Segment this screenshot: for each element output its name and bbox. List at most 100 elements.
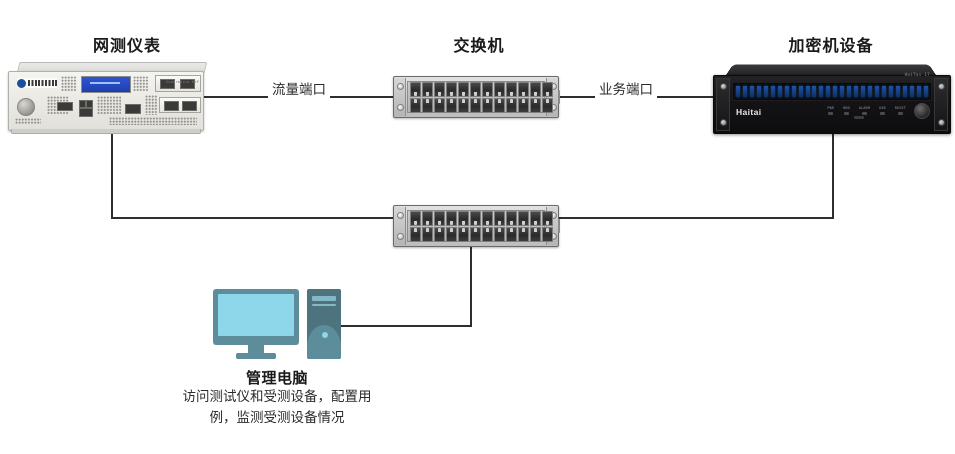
- switch-mgmt-front-panel: [407, 210, 560, 242]
- tester-vent-d: [97, 96, 121, 114]
- tester-ethernet-port[interactable]: [79, 108, 93, 117]
- tester-title: 网测仪表: [92, 38, 161, 55]
- switch-mgmt-port-4[interactable]: [446, 210, 457, 226]
- switch-top-port-24[interactable]: [542, 97, 553, 113]
- switch-top-port-11[interactable]: [530, 81, 541, 97]
- switch-mgmt-port-11[interactable]: [530, 210, 541, 226]
- ethernet-switch-management[interactable]: [393, 205, 560, 247]
- crypto-vent-slot: [777, 86, 782, 97]
- tester-expansion-slot-bottom: [159, 97, 201, 113]
- management-pc-icon[interactable]: [213, 289, 341, 365]
- switch-top-port-8[interactable]: [494, 81, 505, 97]
- switch-top-port-15[interactable]: [434, 97, 445, 113]
- switch-mgmt-port-19[interactable]: [482, 226, 493, 242]
- switch-mgmt-port-row-lower[interactable]: [410, 226, 553, 242]
- ethernet-switch-top[interactable]: [393, 76, 560, 118]
- switch-mgmt-port-16[interactable]: [446, 226, 457, 242]
- switch-top-port-20[interactable]: [494, 97, 505, 113]
- switch-mgmt-console-port[interactable]: [558, 219, 560, 233]
- switch-mgmt-port-7[interactable]: [482, 210, 493, 226]
- switch-title: 交换机: [453, 38, 505, 55]
- crypto-screw-tr: [937, 83, 945, 90]
- wire-tester-to-mgmt-switch: [111, 217, 393, 219]
- tester-power-knob[interactable]: [17, 98, 35, 116]
- switch-top-port-2[interactable]: [422, 81, 433, 97]
- switch-top-port-22[interactable]: [518, 97, 529, 113]
- tester-sfp-port-1[interactable]: [160, 79, 175, 89]
- switch-top-port-row-lower[interactable]: [410, 97, 553, 113]
- crypto-usb-port[interactable]: [854, 116, 864, 119]
- switch-top-port-1[interactable]: [410, 81, 421, 97]
- tester-sfp-port-2[interactable]: [180, 79, 195, 89]
- tester-usb-port-2[interactable]: [86, 100, 93, 108]
- switch-mgmt-port-row-upper[interactable]: [410, 210, 553, 226]
- crypto-rack-ear-right: [934, 78, 948, 131]
- switch-top-port-7[interactable]: [482, 81, 493, 97]
- pc-tower-drive-bay: [312, 296, 336, 301]
- switch-mgmt-port-23[interactable]: [530, 226, 541, 242]
- switch-top-port-6[interactable]: [470, 81, 481, 97]
- tester-usb-port-1[interactable]: [79, 100, 86, 108]
- switch-mgmt-port-8[interactable]: [494, 210, 505, 226]
- switch-mgmt-port-18[interactable]: [470, 226, 481, 242]
- switch-top-port-13[interactable]: [410, 97, 421, 113]
- switch-mgmt-port-14[interactable]: [422, 226, 433, 242]
- switch-mgmt-port-10[interactable]: [518, 210, 529, 226]
- switch-mgmt-port-2[interactable]: [422, 210, 433, 226]
- tester-serial-port[interactable]: [57, 102, 73, 111]
- crypto-screw-br: [937, 119, 945, 126]
- switch-top-port-row-upper[interactable]: [410, 81, 553, 97]
- switch-top-port-5[interactable]: [458, 81, 469, 97]
- tester-sfp-port-3[interactable]: [164, 101, 179, 111]
- switch-top-console-port[interactable]: [558, 90, 560, 104]
- switch-mgmt-port-1[interactable]: [410, 210, 421, 226]
- tester-vga-port[interactable]: [125, 104, 141, 114]
- switch-top-port-19[interactable]: [482, 97, 493, 113]
- tester-logo-mark: [17, 78, 26, 88]
- network-tester-appliance[interactable]: Supermicro 6XP: [8, 62, 208, 134]
- switch-mgmt-port-21[interactable]: [506, 226, 517, 242]
- switch-top-port-10[interactable]: [518, 81, 529, 97]
- crypto-vent-slot: [805, 86, 810, 97]
- switch-mgmt-port-22[interactable]: [518, 226, 529, 242]
- switch-top-port-9[interactable]: [506, 81, 517, 97]
- switch-top-port-21[interactable]: [506, 97, 517, 113]
- switch-mgmt-port-20[interactable]: [494, 226, 505, 242]
- switch-mgmt-port-15[interactable]: [434, 226, 445, 242]
- crypto-led-caption: RESET: [894, 106, 906, 110]
- switch-mgmt-port-13[interactable]: [410, 226, 421, 242]
- switch-top-port-4[interactable]: [446, 81, 457, 97]
- crypto-led-group-1: PWR: [827, 106, 834, 115]
- switch-mgmt-port-12[interactable]: [542, 210, 553, 226]
- encryption-appliance[interactable]: HaiTai 17: [713, 64, 951, 134]
- crypto-vent-slot: [875, 86, 880, 97]
- switch-top-port-18[interactable]: [470, 97, 481, 113]
- switch-mgmt-port-17[interactable]: [458, 226, 469, 242]
- crypto-vent-slot: [861, 86, 866, 97]
- switch-top-port-array[interactable]: [410, 81, 553, 113]
- crypto-led-group-2: HDD: [843, 106, 850, 115]
- switch-top-port-3[interactable]: [434, 81, 445, 97]
- switch-mgmt-port-24[interactable]: [542, 226, 553, 242]
- switch-top-port-23[interactable]: [530, 97, 541, 113]
- tester-vent-a: [61, 76, 77, 92]
- switch-top-front-panel: [407, 81, 560, 113]
- switch-mgmt-port-array[interactable]: [410, 210, 553, 242]
- switch-top-port-16[interactable]: [446, 97, 457, 113]
- switch-mgmt-port-5[interactable]: [458, 210, 469, 226]
- switch-mgmt-port-9[interactable]: [506, 210, 517, 226]
- crypto-led-caption: ALARM: [858, 106, 871, 110]
- switch-top-port-12[interactable]: [542, 81, 553, 97]
- crypto-vent-slot: [847, 86, 852, 97]
- pc-power-button-icon[interactable]: [322, 332, 328, 338]
- switch-top-port-14[interactable]: [422, 97, 433, 113]
- pc-caption-line-1: 访问测试仪和受测设备，配置用: [182, 389, 372, 404]
- switch-mgmt-port-6[interactable]: [470, 210, 481, 226]
- crypto-vent-slot: [895, 86, 900, 97]
- crypto-vent-slot: [784, 86, 789, 97]
- crypto-power-button[interactable]: [914, 103, 930, 119]
- tester-sfp-port-4[interactable]: [182, 101, 197, 111]
- switch-mgmt-port-3[interactable]: [434, 210, 445, 226]
- switch-top-port-17[interactable]: [458, 97, 469, 113]
- wire-tester-down: [111, 134, 113, 218]
